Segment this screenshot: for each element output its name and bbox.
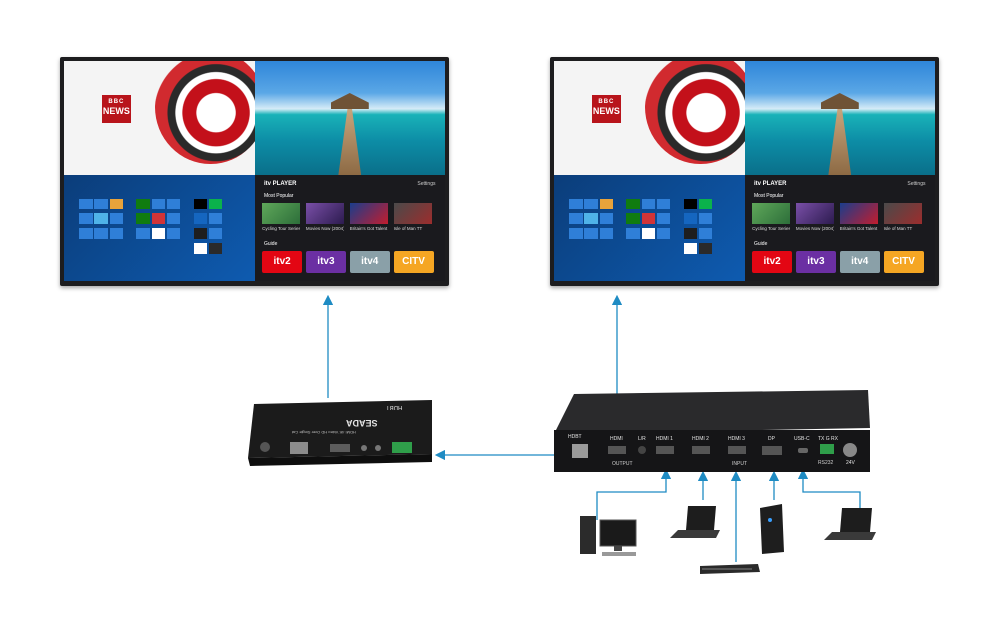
itv-card-title: Movies Now (2004) [795, 226, 835, 232]
port-label-rs232-pins: TX G RX [818, 436, 839, 442]
tower-computer-icon [760, 504, 784, 554]
itv-card-title: Isle of Man TT [393, 226, 423, 232]
port-label-hdmi3: HDMI 3 [728, 436, 745, 442]
itv-card-thumb[interactable] [795, 202, 835, 224]
itv-card-title: Isle of Man TT [883, 226, 913, 232]
port-label-hdmi1: HDMI 1 [656, 436, 673, 442]
itv3-channel-button[interactable]: itv3 [305, 251, 346, 273]
news-swirl-graphic [645, 61, 745, 164]
source-devices [580, 504, 876, 574]
itv-card-title: Cycling Tour Series [262, 226, 301, 232]
itv2-channel-button[interactable]: itv2 [752, 251, 793, 273]
link-laptop-to-usbc [797, 468, 861, 510]
itv-guide-label: Guide [264, 240, 278, 247]
bbc-news-logo: BBC NEWS [592, 95, 621, 123]
port-label-power: 24V [846, 460, 855, 466]
itv-header: itv PLAYER [264, 180, 297, 187]
extender-brand: SEADA [346, 418, 378, 428]
itv-card-title: Britain's Got Talent [839, 226, 878, 232]
itv-card-thumb[interactable] [262, 202, 301, 224]
itv-settings-link[interactable]: Settings [907, 180, 926, 187]
link-pc-to-hdmi1 [596, 468, 672, 520]
itv-guide-label: Guide [754, 240, 768, 247]
itv-card-title: Movies Now (2004) [305, 226, 345, 232]
itv-card-thumb[interactable] [752, 202, 791, 224]
input-group-label: INPUT [732, 461, 747, 467]
itv-card-thumb[interactable] [349, 202, 388, 224]
news-swirl-graphic [155, 61, 255, 164]
itv-card-title: Cycling Tour Series [752, 226, 791, 232]
extender-badge: HDBT [386, 404, 403, 410]
media-player-icon [700, 564, 760, 574]
windows-start-quadrant [554, 175, 745, 281]
display-right-screen: BBC NEWS itv PLAYER Settings [554, 61, 935, 281]
news-quadrant: BBC NEWS [554, 61, 745, 176]
port-label-dp: DP [768, 436, 775, 442]
beach-quadrant [744, 61, 935, 176]
itv4-channel-button[interactable]: itv4 [839, 251, 880, 273]
news-quadrant: BBC NEWS [64, 61, 255, 176]
itv-card-thumb[interactable] [839, 202, 878, 224]
matrix-switcher: HDBT HDMI L/R HDMI 1 HDMI 2 HDMI 3 DP US… [552, 390, 872, 474]
port-label-hdmi-out: HDMI [610, 436, 623, 442]
display-left-screen: BBC NEWS itv PLAYER Settings [64, 61, 445, 281]
port-label-hdmi2: HDMI 2 [692, 436, 709, 442]
citv-channel-button[interactable]: CITV [393, 251, 434, 273]
port-label-hdbt: HDBT [568, 434, 582, 440]
itv-card-thumb[interactable] [305, 202, 345, 224]
itv-player-quadrant: itv PLAYER Settings Most Popular Cycling… [254, 175, 445, 281]
itv-most-popular-label: Most Popular [754, 193, 784, 200]
rs232-label: RS232 [818, 460, 834, 466]
beach-quadrant [254, 61, 445, 176]
itv-header: itv PLAYER [754, 180, 787, 187]
laptop-icon [824, 508, 876, 540]
port-label-audio: L/R [638, 436, 646, 442]
bbc-news-logo: BBC NEWS [102, 95, 131, 123]
itv-most-popular-label: Most Popular [264, 193, 294, 200]
itv-settings-link[interactable]: Settings [417, 180, 436, 187]
extender-model: HDMI 4K Video HD Over Single Cat [292, 430, 356, 435]
output-group-label: OUTPUT [612, 461, 633, 467]
port-label-usbc: USB-C [794, 436, 810, 442]
itv-card-thumb[interactable] [393, 202, 432, 224]
desktop-pc-icon [580, 516, 637, 556]
display-left: BBC NEWS itv PLAYER Settings [60, 57, 449, 286]
hdbt-receiver: SEADA HDBT HDMI 4K Video HD Over Single … [246, 398, 436, 470]
laptop-icon [670, 506, 720, 538]
windows-start-quadrant [64, 175, 255, 281]
itv-player-quadrant: itv PLAYER Settings Most Popular Cycling… [744, 175, 935, 281]
citv-channel-button[interactable]: CITV [883, 251, 924, 273]
itv-card-title: Britain's Got Talent [349, 226, 388, 232]
itv3-channel-button[interactable]: itv3 [795, 251, 836, 273]
itv2-channel-button[interactable]: itv2 [262, 251, 303, 273]
display-right: BBC NEWS itv PLAYER Settings [550, 57, 939, 286]
itv4-channel-button[interactable]: itv4 [349, 251, 390, 273]
itv-card-thumb[interactable] [883, 202, 922, 224]
